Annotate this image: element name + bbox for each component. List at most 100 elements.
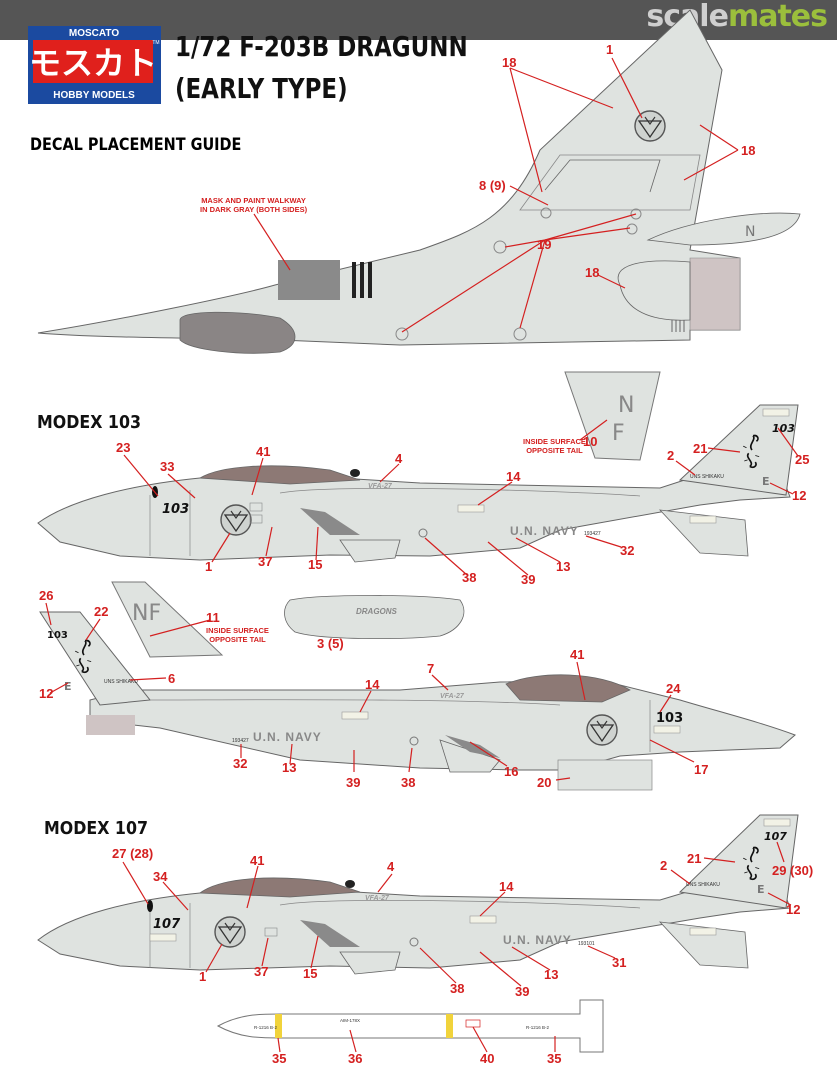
m103-nose-number: 103: [162, 502, 189, 517]
page-subtitle: DECAL PLACEMENT GUIDE: [30, 135, 242, 155]
callout-number: 14: [506, 469, 521, 484]
logo-tm: TM: [152, 40, 159, 46]
side-view-middle: 103 E 103 U.N. NAVY 193427 VFA-27 UNS SH…: [39, 581, 796, 791]
callout-number: 38: [401, 775, 416, 790]
mid-ship: UNS SHIKAKU: [104, 679, 138, 685]
m103-tail-number: 103: [772, 422, 795, 435]
loose-tail-n: N: [618, 393, 634, 418]
callout-number: 39: [346, 775, 361, 790]
callout-number: 14: [365, 677, 380, 692]
missile-leader-lines: [277, 1026, 556, 1053]
inside-tail-note-1: INSIDE SURFACE OPPOSITE TAIL: [523, 437, 586, 455]
callout-number: 8 (9): [479, 178, 506, 193]
callout-number: 16: [504, 764, 519, 779]
callout-number: 1: [199, 969, 207, 984]
callout-number: 11: [206, 610, 220, 625]
side-view-107: 107 107 E U.N. NAVY 193101 VFA-27 UNS SH…: [37, 814, 799, 975]
m103-serial: 193427: [584, 531, 601, 537]
missile-text-1: R-1216 B-2: [254, 1025, 278, 1030]
section-modex-107: MODEX 107: [44, 818, 148, 839]
callout-number: 34: [153, 869, 168, 884]
callout-number: 2: [660, 858, 668, 873]
mid-tail-number: 103: [47, 630, 68, 641]
callout-number: 38: [462, 570, 477, 585]
mid-leader-lines: [45, 602, 695, 781]
callout-number: 23: [116, 440, 131, 455]
m103-squadron: VFA-27: [368, 483, 393, 490]
title-line-2: (EARLY TYPE): [175, 72, 348, 105]
m107-tail-e: E: [757, 883, 765, 896]
mid-tail-e: E: [64, 680, 72, 693]
callout-number: 39: [515, 984, 530, 999]
m103-leader-lines: [123, 419, 799, 576]
top-nf-mark: N: [745, 224, 755, 240]
inside-tail-note-2: INSIDE SURFACE OPPOSITE TAIL: [206, 626, 269, 644]
callout-number: 32: [620, 543, 635, 558]
mid-squadron: VFA-27: [440, 693, 465, 700]
callout-number: 13: [556, 559, 571, 574]
title-line-1: 1/72 F-203B DRAGUNN: [175, 30, 468, 63]
callout-number: 2: [667, 448, 675, 463]
callout-number: 37: [258, 554, 273, 569]
moscato-logo: MOSCATO モスカト TM HOBBY MODELS: [28, 26, 161, 104]
callout-number: 21: [687, 851, 702, 866]
loose-tail-nf: NF: [132, 601, 161, 626]
section-modex-103: MODEX 103: [37, 412, 141, 433]
top-view-aircraft: N: [37, 9, 801, 354]
callout-number: 41: [570, 647, 585, 662]
m107-serial: 193101: [578, 941, 595, 947]
callout-number: 31: [612, 955, 627, 970]
m107-leader-lines: [122, 841, 792, 987]
missile-text-3: R-1216 B-2: [526, 1025, 550, 1030]
callout-number: 27 (28): [112, 846, 154, 861]
logo-kana: モスカト: [29, 44, 157, 82]
callout-number: 40: [480, 1051, 495, 1066]
m107-nose-number: 107: [153, 917, 181, 932]
callout-number: 17: [694, 762, 709, 777]
m103-ship: UNS SHIKAKU: [690, 474, 724, 480]
callout-number: 4: [387, 859, 395, 874]
m107-squadron: VFA-27: [365, 895, 390, 902]
callout-number: 25: [795, 452, 810, 467]
callout-number: 12: [786, 902, 801, 917]
callout-number: 21: [693, 441, 708, 456]
callout-number: 39: [521, 572, 536, 587]
callout-number: 13: [282, 760, 297, 775]
callout-number: 20: [537, 775, 552, 790]
callout-number: 29 (30): [772, 863, 814, 878]
side-view-103: 103 103 E U.N. NAVY 193427 VFA-27 UNS SH…: [37, 371, 799, 563]
callout-number: 6: [168, 671, 176, 686]
mid-nose-number: 103: [656, 711, 683, 726]
mid-navy: U.N. NAVY: [253, 730, 322, 744]
callout-number: 15: [308, 557, 323, 572]
callout-number: 13: [544, 967, 559, 982]
callout-number: 37: [254, 964, 269, 979]
callout-number: 4: [395, 451, 403, 466]
callout-number: 22: [94, 604, 109, 619]
callout-number: 7: [427, 661, 435, 676]
callout-number: 41: [256, 444, 271, 459]
mid-serial: 193427: [232, 738, 249, 744]
callout-number: 19: [537, 237, 552, 252]
m107-tail-number: 107: [764, 830, 787, 843]
callout-number: 12: [39, 686, 54, 701]
callout-number: 33: [160, 459, 175, 474]
callout-number: 26: [39, 588, 54, 603]
callout-number: 10: [583, 434, 598, 449]
logo-bottom-text: HOBBY MODELS: [53, 90, 135, 101]
callout-number: 18: [741, 143, 756, 158]
callout-number: 1: [606, 42, 614, 57]
missile-drawing: R-1216 B-2 AIM-178X R-1216 B-2: [216, 999, 604, 1053]
callout-number: 24: [666, 681, 681, 696]
dragons-text: DRAGONS: [356, 607, 398, 616]
callout-number: 15: [303, 966, 318, 981]
callout-number: 38: [450, 981, 465, 996]
callout-number: 1: [205, 559, 213, 574]
missile-text-2: AIM-178X: [340, 1018, 360, 1023]
walkway-note: MASK AND PAINT WALKWAY IN DARK GRAY (BOT…: [200, 196, 308, 214]
callout-number: 12: [792, 488, 807, 503]
callout-number: 18: [585, 265, 600, 280]
m103-tail-e: E: [762, 475, 770, 488]
m107-ship: UNS SHIKAKU: [686, 882, 720, 888]
